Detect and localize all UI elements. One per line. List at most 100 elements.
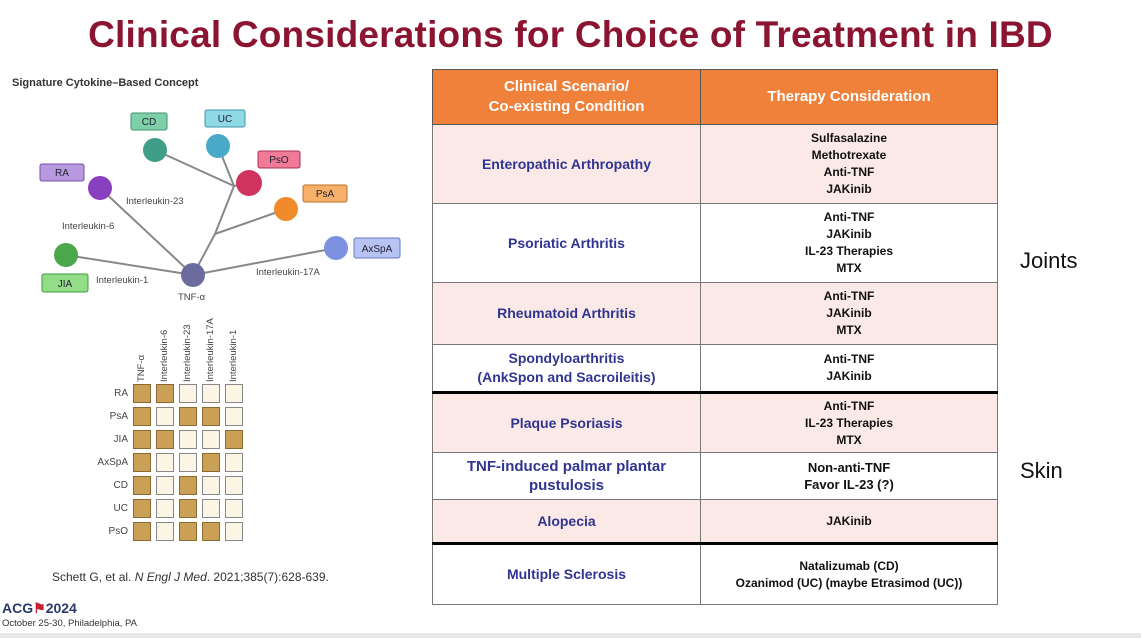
jia-node-circle [54,243,78,267]
matrix-cell [179,476,197,495]
figure-subtitle: Signature Cytokine–Based Concept [12,77,199,89]
scenario-cell: Psoriatic Arthritis [432,203,701,283]
page-title: Clinical Considerations for Choice of Tr… [88,14,1053,55]
joints-label: Joints [1020,248,1078,273]
matrix-cell [179,407,197,426]
table-row: Alopecia JAKinib [432,499,998,544]
tnf-label: TNF-α [178,292,206,303]
flag-icon: ⚑ [33,600,46,616]
therapy-cell: JAKinib [700,499,998,544]
scenario-cell: Rheumatoid Arthritis [432,282,701,345]
therapy-cell: Natalizumab (CD)Ozanimod (UC) (maybe Etr… [700,542,998,605]
matrix-cell [156,499,174,518]
matrix-cell [133,407,151,426]
ra-label: RA [55,168,69,179]
il6-label: Interleukin-6 [62,221,114,232]
citation: Schett G, et al. N Engl J Med. 2021;385(… [52,570,329,584]
il23-label: Interleukin-23 [126,196,184,207]
matrix-row-label: PsO [108,526,128,537]
conference-info: October 25-30, Philadelphia, PA [2,618,138,629]
il1-label: Interleukin-1 [96,275,148,286]
matrix-cell [179,430,197,449]
matrix-cell [156,476,174,495]
matrix-cell [202,407,220,426]
uc-node-circle [206,134,230,158]
matrix-cell [133,384,151,403]
cytokine-tree-diagram: CD UC PsO RA PsA AxSpA JIA Interleukin-2… [39,109,401,303]
cd-label: CD [142,117,156,128]
matrix-cell [133,453,151,472]
matrix-cell [156,522,174,541]
table-row: Spondyloarthritis(AnkSpon and Sacroileit… [432,344,998,393]
acg-logo: ACG⚑2024 [2,600,77,616]
skin-label: Skin [1020,458,1063,483]
ra-node-circle [88,176,112,200]
matrix-col-tnf: TNF-α [136,354,147,382]
matrix-cell [225,384,243,403]
scenario-cell: Plaque Psoriasis [432,391,701,453]
matrix-col-il6: Interleukin-6 [159,329,170,382]
matrix-cell [225,453,243,472]
matrix-cell [202,453,220,472]
matrix-cell [156,453,174,472]
cd-node-circle [143,138,167,162]
pso-node-circle [236,170,262,196]
matrix-row-label: UC [113,503,128,514]
matrix-cell [156,407,174,426]
matrix-cell [179,499,197,518]
matrix-row-label: PsA [109,411,128,422]
matrix-cell [202,499,220,518]
matrix-cell [156,384,174,403]
matrix-col-il23: Interleukin-23 [182,324,193,382]
axspa-label: AxSpA [362,244,393,255]
matrix-cell [133,430,151,449]
matrix-cell [225,499,243,518]
scenario-cell: Enteropathic Arthropathy [432,124,701,204]
pso-label: PsO [269,155,289,166]
uc-label: UC [218,114,232,125]
matrix-row-label: CD [113,480,128,491]
matrix-row-label: RA [114,388,128,399]
matrix-cell [133,499,151,518]
footer-divider [0,633,1141,638]
psa-label: PsA [316,189,335,200]
matrix-row-label: JIA [113,434,128,445]
matrix-cell [225,407,243,426]
matrix-row-label: AxSpA [97,457,128,468]
matrix-cell [225,522,243,541]
matrix-cell [202,522,220,541]
matrix-col-il1: Interleukin-1 [228,329,239,382]
matrix-cell [179,384,197,403]
treatment-table: Clinical Scenario/Co-existing Condition … [432,69,998,605]
matrix-cell [133,522,151,541]
header-therapy: Therapy Consideration [700,69,998,125]
matrix-cell [202,476,220,495]
axspa-node-circle [324,236,348,260]
matrix-cell [225,476,243,495]
tnf-node-circle [181,263,205,287]
header-scenario: Clinical Scenario/Co-existing Condition [432,69,701,125]
matrix-cell [156,430,174,449]
matrix-col-il17a: Interleukin-17A [205,318,216,382]
scenario-cell: Multiple Sclerosis [432,542,701,605]
matrix-cell [179,522,197,541]
scenario-cell: Spondyloarthritis(AnkSpon and Sacroileit… [432,344,701,393]
matrix-cell [202,384,220,403]
jia-label: JIA [58,279,73,290]
scenario-cell: Alopecia [432,499,701,544]
il17a-label: Interleukin-17A [256,267,321,278]
matrix-cell [179,453,197,472]
matrix-cell [202,430,220,449]
psa-node-circle [274,197,298,221]
